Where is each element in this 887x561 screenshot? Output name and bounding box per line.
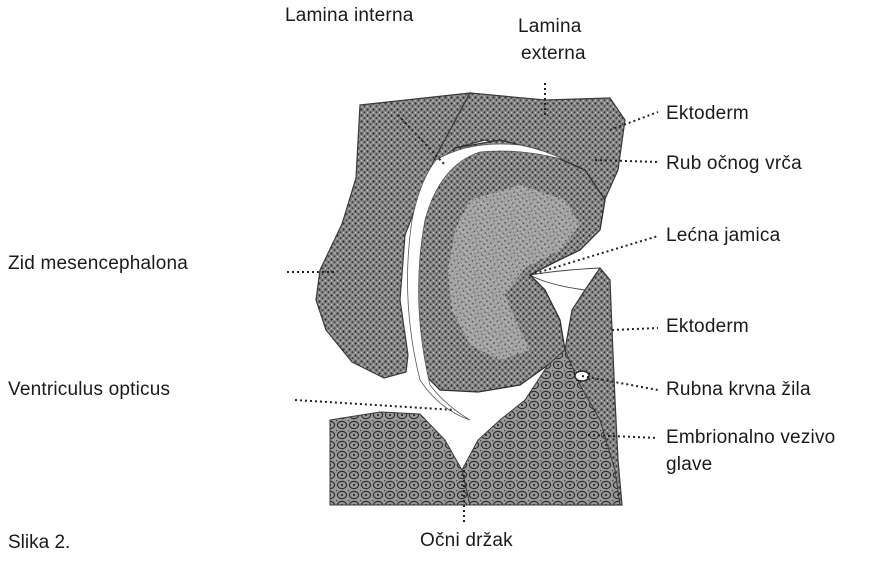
label-lamina-externa-line1: Lamina <box>518 13 582 40</box>
label-ektoderm-right: Ektoderm <box>666 313 749 340</box>
label-embrionalno-vezivo-line1: Embrionalno vezivo <box>666 424 835 451</box>
label-lamina-interna: Lamina interna <box>285 2 414 29</box>
label-ocni-drzak: Očni držak <box>420 527 513 554</box>
leader-ventriculus-opticus <box>295 400 455 410</box>
figure-caption: Slika 2. <box>8 532 70 554</box>
label-rub-ocnog-vrca: Rub očnog vrča <box>666 150 802 177</box>
label-embrionalno-vezivo-line2: glave <box>666 451 712 478</box>
leader-ektoderm-right <box>612 328 658 330</box>
label-ektoderm-top: Ektoderm <box>666 100 749 127</box>
label-rubna-krvna-zila: Rubna krvna žila <box>666 376 811 403</box>
label-zid-mesencephalona: Zid mesencephalona <box>8 250 188 277</box>
optic-stalk-base <box>330 412 470 505</box>
label-lecna-jamica: Lećna jamica <box>666 222 780 249</box>
label-ventriculus-opticus: Ventriculus opticus <box>8 376 170 403</box>
label-lamina-externa-line2: externa <box>521 40 586 67</box>
